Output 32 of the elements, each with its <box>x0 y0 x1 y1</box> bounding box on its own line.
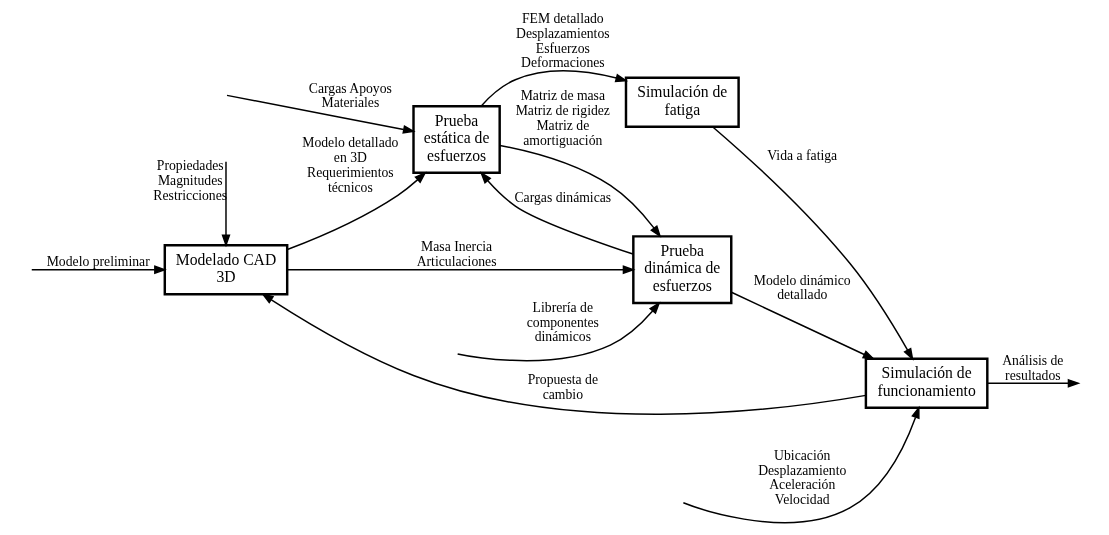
arrow <box>479 171 634 255</box>
node-box: Modelado CAD 3D <box>163 244 288 296</box>
edge-label: Análisis de resultados <box>1001 352 1063 383</box>
edge-label: Masa Inercia Articulaciones <box>416 239 497 269</box>
edge-label: Vida a fatiga <box>766 148 837 164</box>
edge-label: Modelo preliminar <box>46 253 150 269</box>
arrow <box>682 405 920 524</box>
arrow <box>456 301 660 362</box>
edge-label: Matriz de masa Matriz de rigidez Matriz de amortiguación <box>515 88 610 148</box>
edge-label: Cargas Apoyos Materiales <box>308 80 392 111</box>
edge-label: Modelo detallado en 3D Requerimientos técnicos <box>301 135 398 195</box>
edge-label: Cargas dinámicas <box>513 190 611 206</box>
arrow <box>730 291 875 360</box>
arrow <box>986 378 1080 388</box>
arrow <box>498 144 661 238</box>
edge-label: Modelo dinámico detallado <box>753 272 851 303</box>
node-box: Simulación de funcionamiento <box>864 357 989 409</box>
arrow <box>225 94 416 134</box>
arrow <box>711 126 914 361</box>
edge-label: FEM detallado Desplazamientos Esfuerzos Deformaciones <box>515 11 610 71</box>
node-box: Simulación de fatiga <box>624 76 740 128</box>
arrow <box>286 171 427 251</box>
edge-label: Ubicación Desplazamiento Aceleración Velocidad <box>757 447 846 507</box>
arrow <box>260 293 867 415</box>
node-box: Prueba dinámica de esfuerzos <box>631 235 732 305</box>
arrow <box>480 70 628 107</box>
edge-label: Librería de componentes dinámicos <box>526 299 599 345</box>
arrow <box>30 265 167 275</box>
node-box: Prueba estática de esfuerzos <box>411 104 501 174</box>
edge-label: Propuesta de cambio <box>527 372 598 403</box>
arrow <box>221 160 230 248</box>
arrow <box>286 265 635 275</box>
